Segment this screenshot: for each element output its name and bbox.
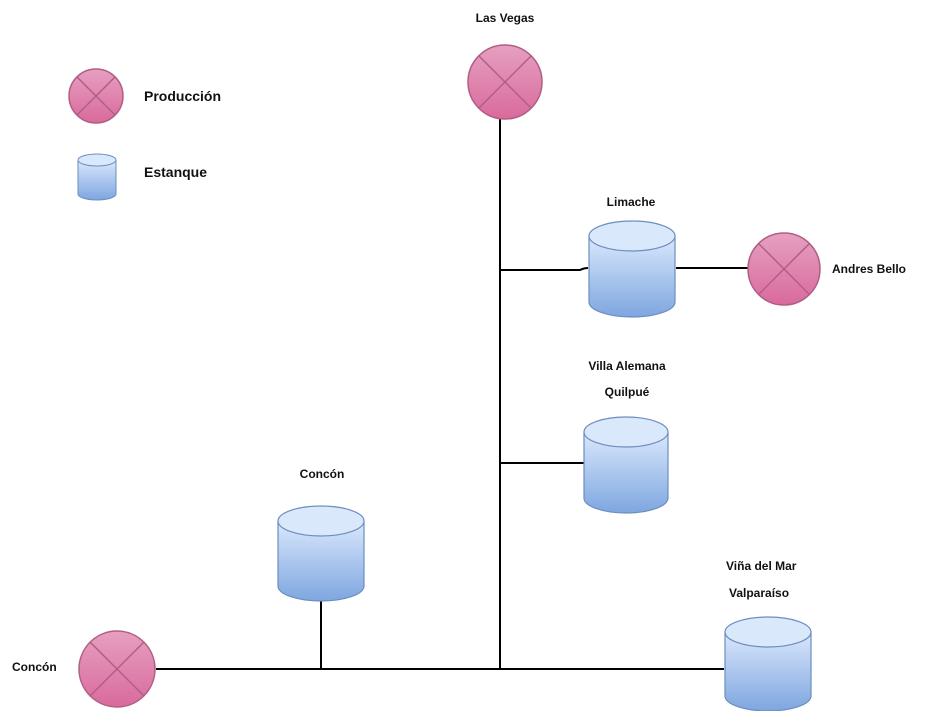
andres-bello-production (747, 232, 821, 306)
concon-tank (277, 505, 365, 602)
limache-label: Limache (606, 195, 656, 209)
concon-production (78, 630, 156, 708)
valparaiso-label: Valparaíso (729, 586, 790, 600)
andres-bello-label: Andres Bello (832, 262, 907, 276)
pipes (156, 118, 748, 670)
las-vegas-label: Las Vegas (475, 11, 535, 25)
legend-tank-label: Estanque (144, 164, 208, 180)
legend-production-label: Producción (144, 88, 222, 104)
legend-production-icon (68, 68, 124, 124)
las-vegas-production (467, 44, 543, 120)
villa-alemana-tank (583, 416, 669, 514)
limache-branch-pipe (500, 267, 589, 271)
vina-del-mar-label: Viña del Mar (726, 559, 797, 573)
villa-alemana-label: Villa Alemana (588, 359, 666, 373)
limache-tank (588, 220, 676, 318)
quilpue-label: Quilpué (604, 385, 650, 399)
legend-tank-icon (77, 153, 117, 201)
vina-del-mar-tank (724, 616, 812, 711)
concon-tank-label: Concón (299, 467, 345, 481)
concon-production-label: Concón (12, 660, 57, 674)
